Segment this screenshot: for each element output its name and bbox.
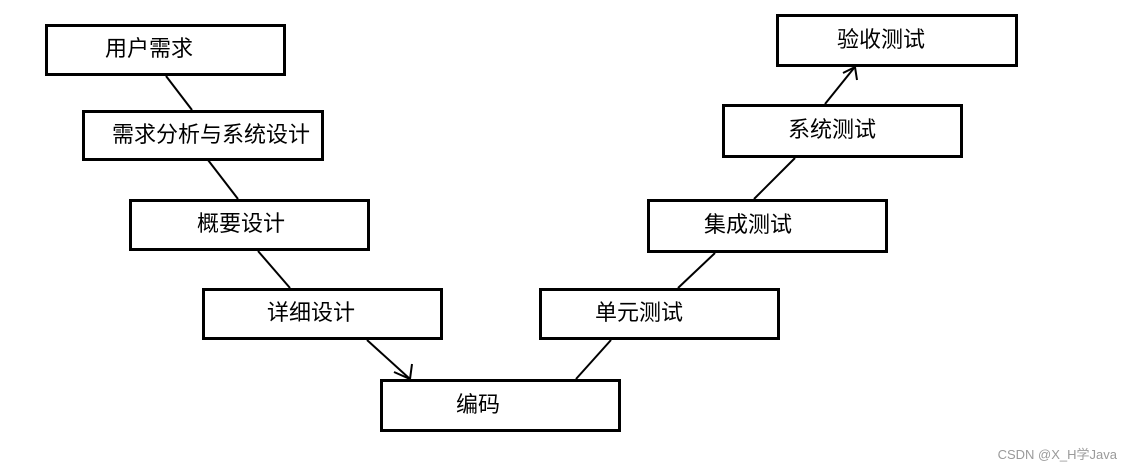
node-high-level-design: 概要设计 <box>129 199 370 251</box>
node-requirements-analysis-label: 需求分析与系统设计 <box>112 122 311 148</box>
node-coding-label: 编码 <box>456 392 501 418</box>
node-integration-testing-label: 集成测试 <box>704 213 793 238</box>
edge-high-level-to-detailed-design <box>257 250 291 289</box>
edge-coding-to-unit-testing <box>575 339 612 380</box>
edge-system-to-acceptance-testing <box>824 67 855 105</box>
node-detailed-design: 详细设计 <box>202 288 443 340</box>
node-system-testing-label: 系统测试 <box>788 118 877 143</box>
node-user-requirements: 用户需求 <box>45 24 286 76</box>
edge-integration-to-system-testing <box>753 157 796 200</box>
watermark-text: CSDN @X_H学Java <box>997 447 1117 462</box>
edge-user-requirements-to-analysis <box>165 75 193 111</box>
edge-detailed-design-to-coding <box>366 339 411 380</box>
node-acceptance-testing-label: 验收测试 <box>837 27 926 53</box>
edge-unit-to-integration-testing <box>677 252 716 289</box>
node-high-level-design-label: 概要设计 <box>197 212 286 237</box>
edge-analysis-to-high-level-design <box>207 159 239 200</box>
node-system-testing: 系统测试 <box>722 104 963 158</box>
node-user-requirements-label: 用户需求 <box>105 37 194 62</box>
node-acceptance-testing: 验收测试 <box>776 14 1018 67</box>
node-requirements-analysis: 需求分析与系统设计 <box>82 110 324 161</box>
node-integration-testing: 集成测试 <box>647 199 888 253</box>
arrowhead-into-acceptance-testing <box>842 65 858 81</box>
node-unit-testing: 单元测试 <box>539 288 780 340</box>
node-coding: 编码 <box>380 379 621 432</box>
node-detailed-design-label: 详细设计 <box>267 301 356 326</box>
node-unit-testing-label: 单元测试 <box>595 301 684 326</box>
